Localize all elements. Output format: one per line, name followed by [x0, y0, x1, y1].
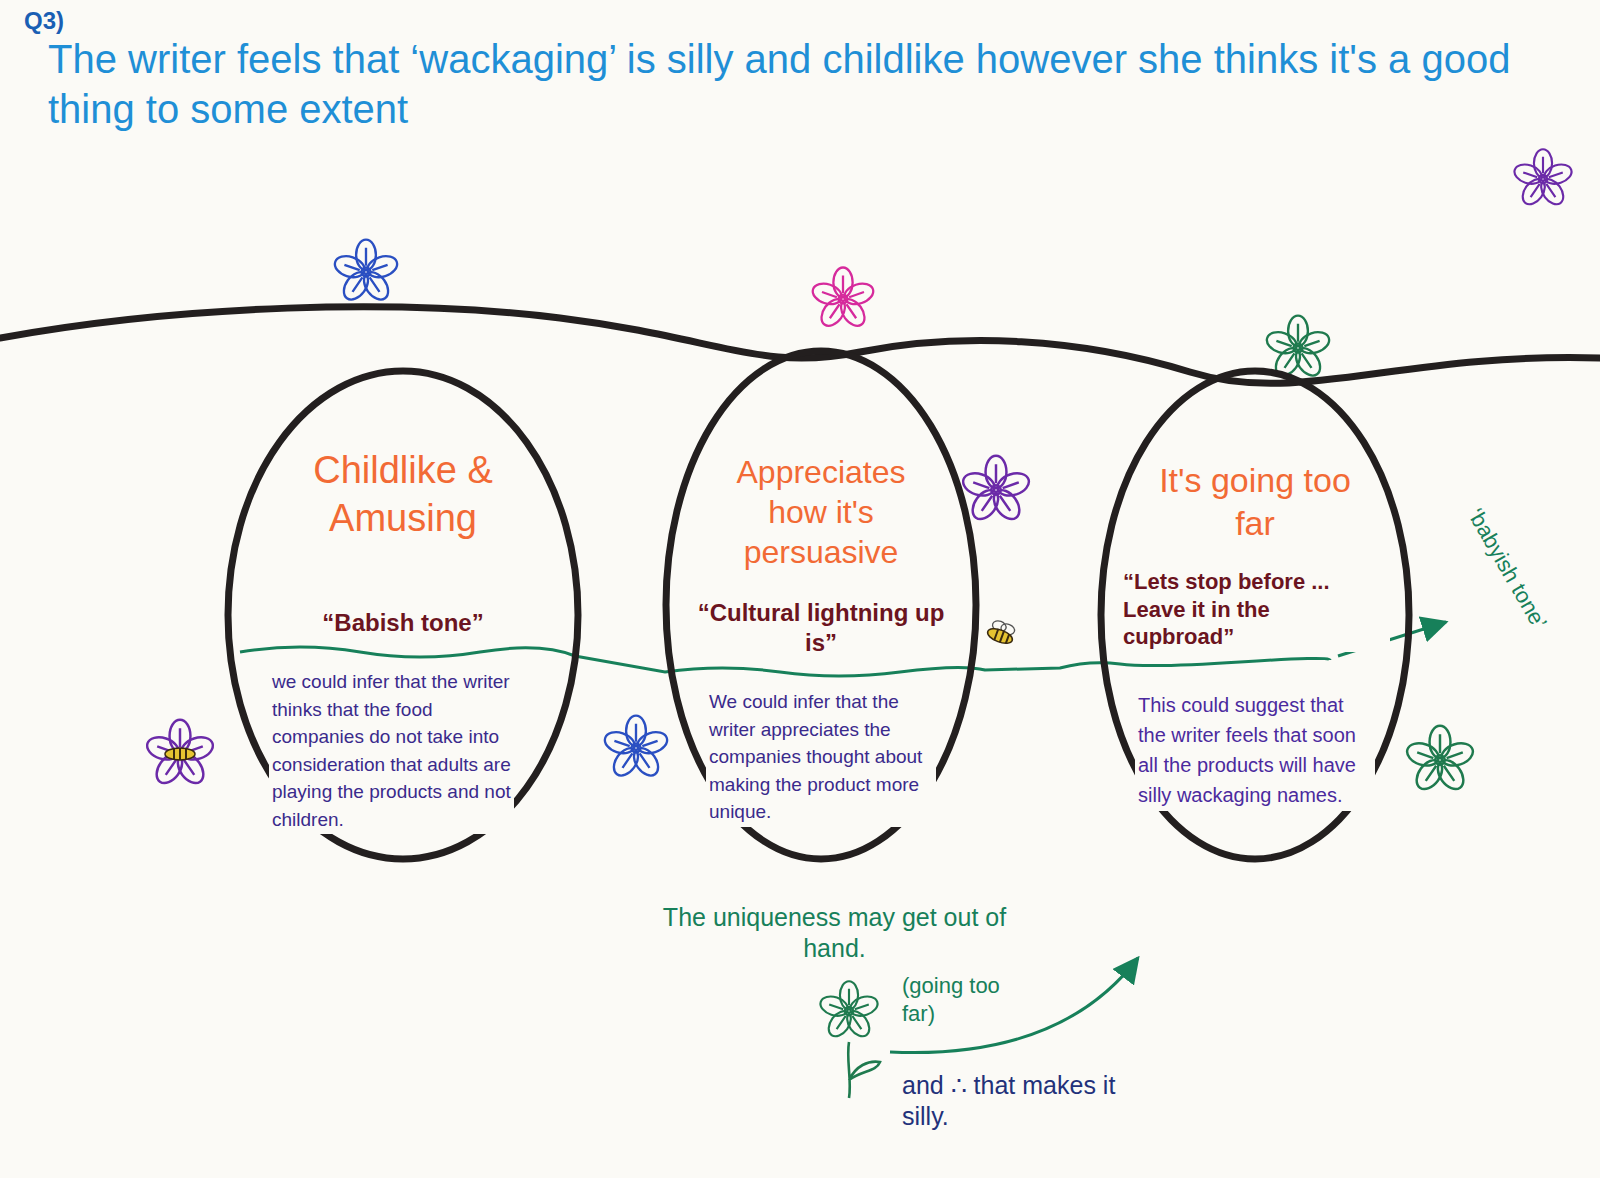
quote-text: “Lets stop before ... Leave it in the cu…: [1120, 567, 1390, 652]
bee-body: [986, 626, 1015, 646]
bee-stripes: [994, 629, 1009, 644]
note-text: (going too far): [902, 972, 1032, 1027]
flower-doodle: [144, 720, 216, 788]
circle-heading: It's going too far: [1145, 459, 1365, 544]
quote-text: “Cultural lightning up is”: [691, 597, 951, 659]
flower-doodle: [810, 268, 876, 331]
body-text: This could suggest that the writer feels…: [1135, 689, 1375, 811]
circle-heading: Childlike & Amusing: [274, 447, 532, 542]
bee-doodle: [165, 748, 195, 760]
flower-doodle: [1512, 149, 1574, 208]
title-text: The writer feels that ‘wackaging’ is sil…: [48, 34, 1558, 134]
bee-stripes: [174, 748, 186, 760]
flower-doodle: [332, 240, 400, 304]
note-text: and ∴ that makes it silly.: [902, 1070, 1132, 1133]
circle-node: It's going too far “Lets stop before ... …: [1097, 367, 1413, 863]
wavy-line: [0, 307, 1600, 383]
flower-doodle: [818, 981, 880, 1040]
circle-border: [1101, 371, 1409, 859]
flower-doodle: [602, 716, 670, 780]
body-text: We could infer that the writer appreciat…: [706, 687, 936, 827]
flower-stem: [848, 1042, 880, 1098]
note-text: ‘babyish tone’: [1462, 504, 1553, 634]
bee-body: [165, 748, 195, 760]
note-text: The uniqueness may get out of hand.: [662, 902, 1007, 965]
flower-doodle: [960, 456, 1032, 524]
circle-border: [666, 351, 976, 859]
question-number: Q3): [24, 6, 64, 36]
flower-doodle: [1404, 726, 1476, 794]
circle-border: [228, 371, 578, 859]
quote-text: “Babish tone”: [248, 607, 558, 639]
body-text: we could infer that the writer thinks th…: [269, 667, 514, 834]
bee-doodle: [986, 618, 1017, 646]
leader-arrow: [890, 958, 1138, 1053]
circle-node: Childlike & Amusing “Babish tone” we could…: [224, 367, 582, 863]
circle-node: Appreciates how it's persuasive “Cultural…: [662, 347, 980, 863]
circle-heading: Appreciates how it's persuasive: [706, 452, 936, 572]
